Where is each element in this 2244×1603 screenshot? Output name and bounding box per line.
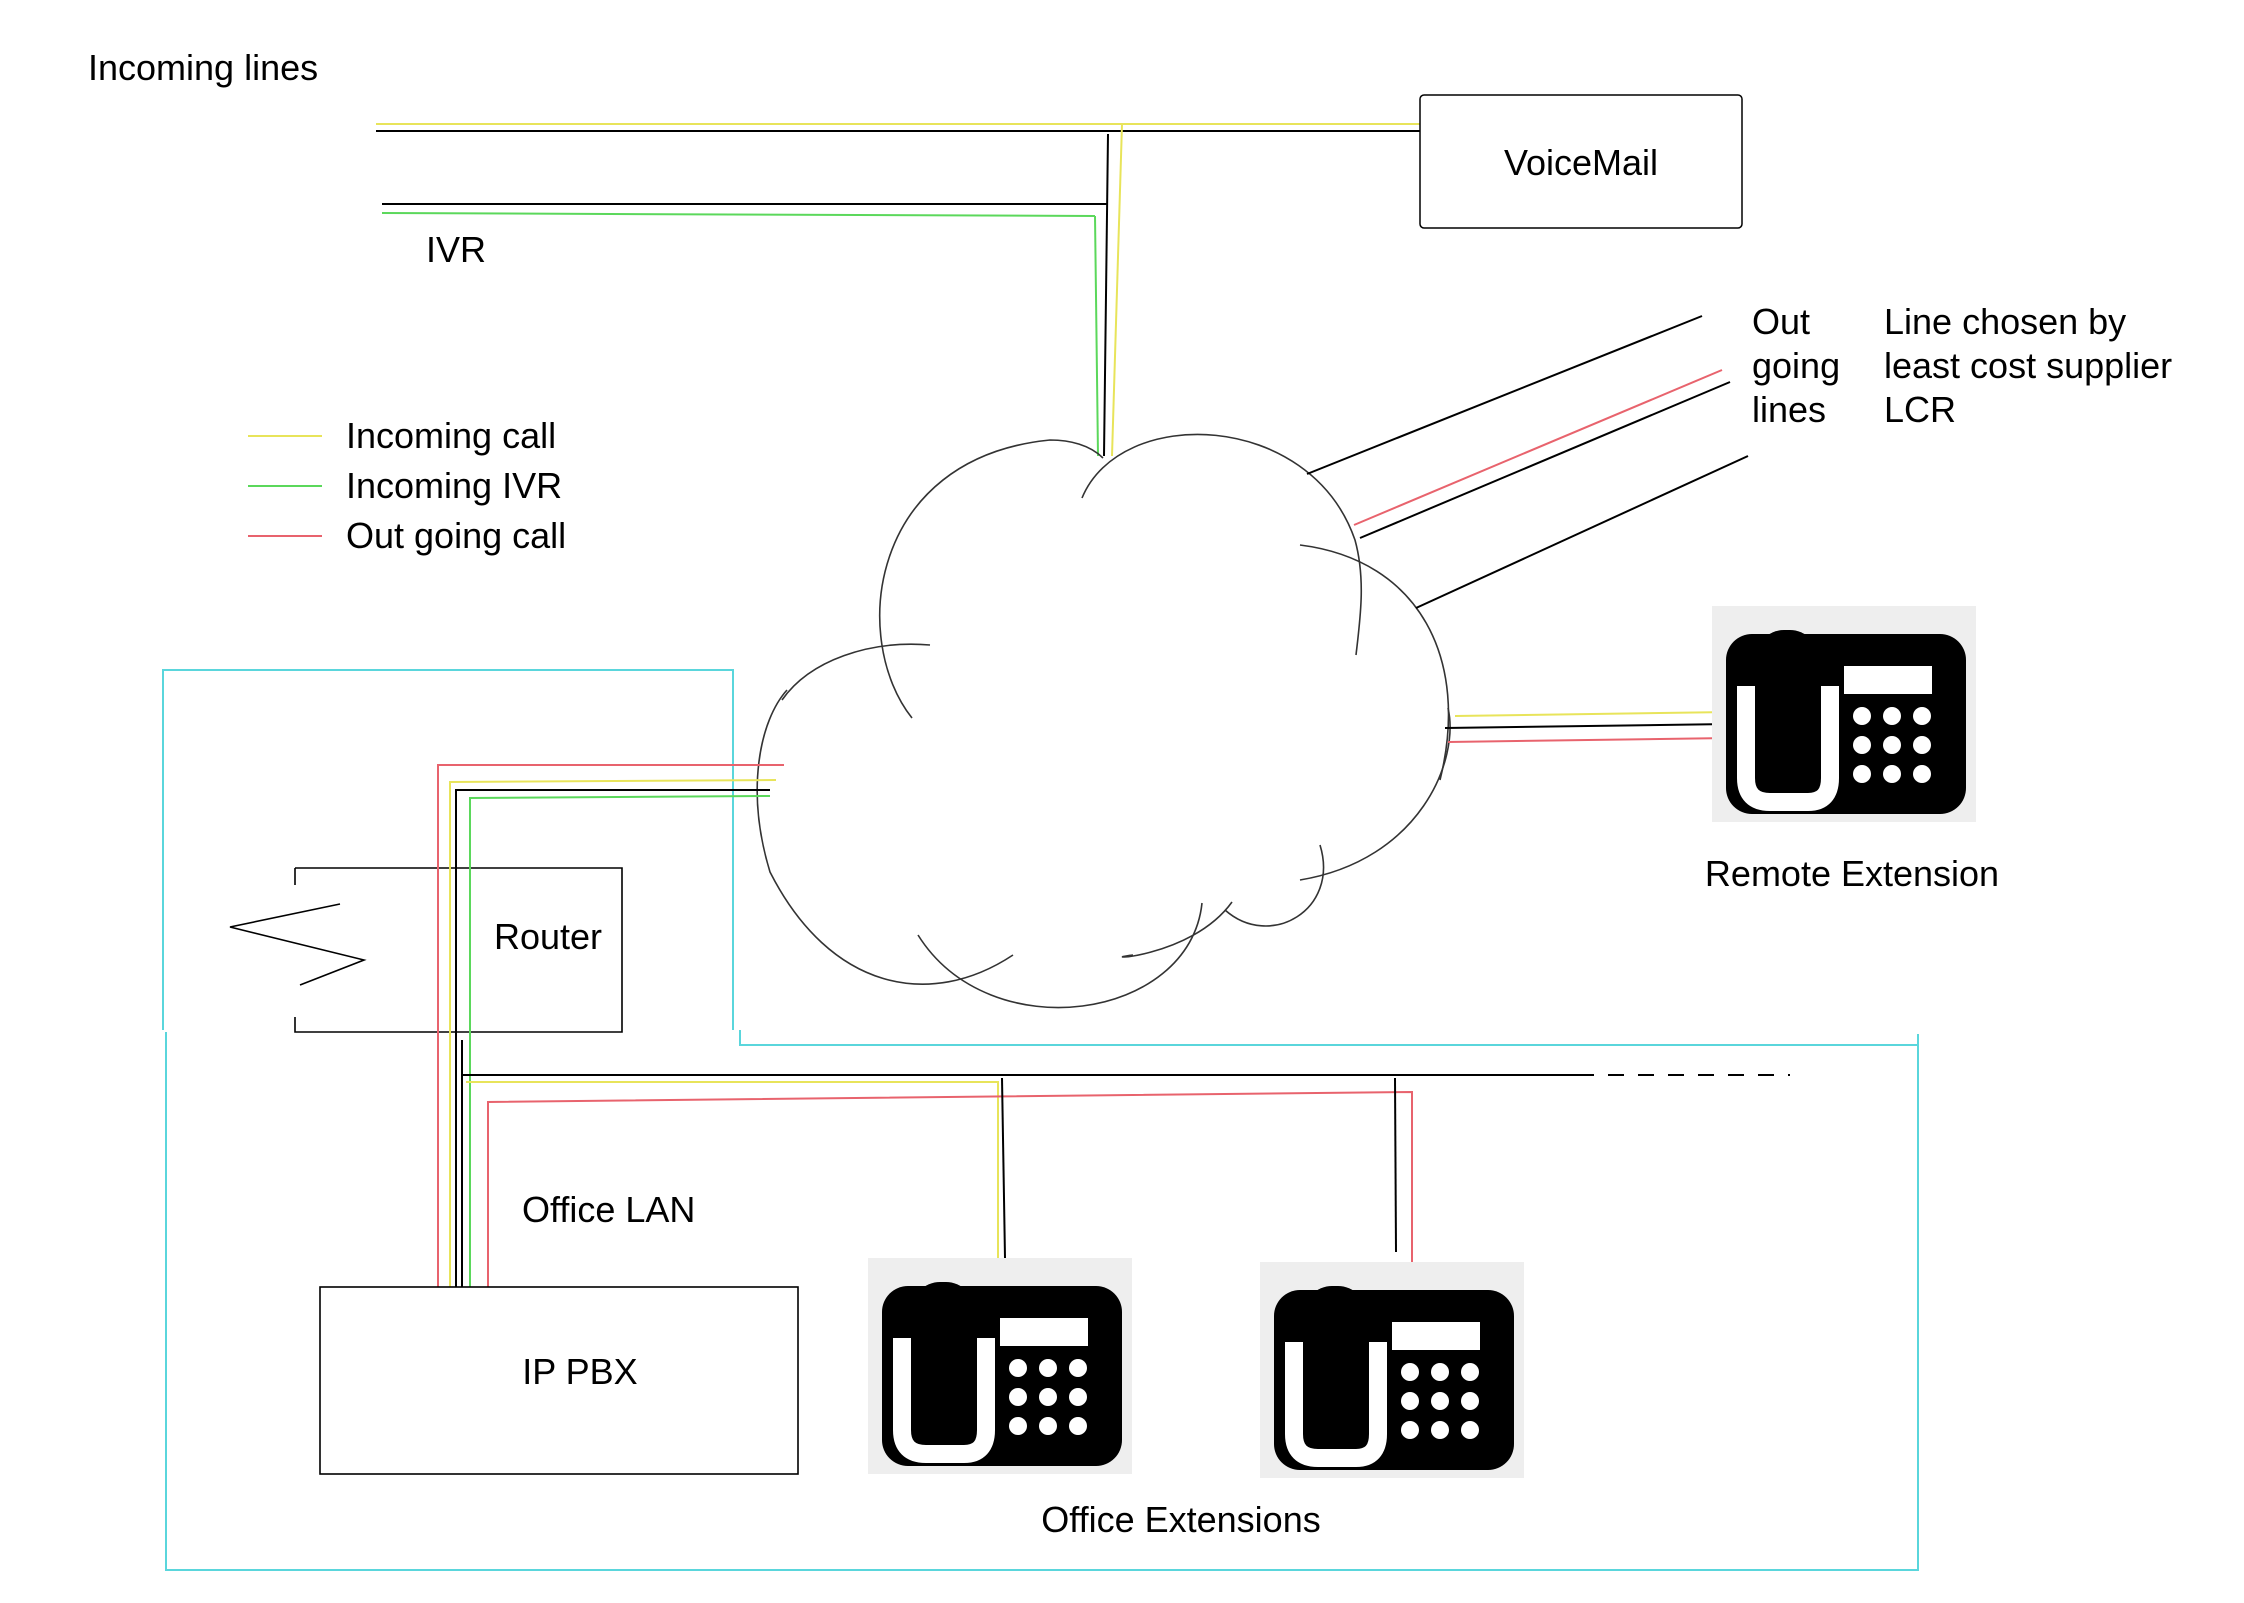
incoming-trunks bbox=[376, 123, 1428, 457]
router-label: Router bbox=[494, 916, 602, 957]
legend-label: Incoming call bbox=[346, 415, 556, 456]
voicemail-box bbox=[1419, 94, 1743, 229]
ip-pbx-label: IP PBX bbox=[522, 1351, 637, 1392]
office-lan bbox=[461, 1040, 1790, 1294]
outgoing-lines bbox=[1306, 315, 1749, 609]
legend-label: Out going call bbox=[346, 515, 566, 556]
office-extension-phone-icon bbox=[1260, 1262, 1524, 1478]
office-boundary bbox=[162, 669, 1919, 1571]
remote-extension-label: Remote Extension bbox=[1705, 853, 1999, 894]
incoming-lines-label: Incoming lines bbox=[88, 47, 318, 88]
svg-text:going: going bbox=[1752, 345, 1840, 386]
lightning-bolt-icon bbox=[229, 903, 367, 986]
svg-text:lines: lines bbox=[1752, 389, 1826, 430]
svg-text:Out: Out bbox=[1752, 301, 1810, 342]
router-cloud-links bbox=[437, 764, 784, 1290]
office-extension-phone-icon bbox=[868, 1258, 1132, 1474]
outgoing-lines-label: Out going lines bbox=[1752, 301, 1840, 430]
remote-extension-links bbox=[1444, 711, 1731, 743]
remote-extension-phone-icon bbox=[1712, 606, 1976, 822]
ivr-label: IVR bbox=[426, 229, 486, 270]
svg-text:LCR: LCR bbox=[1884, 389, 1956, 430]
voicemail-label: VoiceMail bbox=[1504, 142, 1658, 183]
svg-text:Line chosen by: Line chosen by bbox=[1884, 301, 2126, 342]
ip-pbx-box bbox=[319, 1286, 799, 1475]
office-lan-label: Office LAN bbox=[522, 1189, 695, 1230]
office-extensions-label: Office Extensions bbox=[1041, 1499, 1320, 1540]
cloud-icon bbox=[756, 433, 1451, 1009]
legend-label: Incoming IVR bbox=[346, 465, 562, 506]
lcr-note: Line chosen by least cost supplier LCR bbox=[1884, 301, 2172, 430]
svg-text:least cost supplier: least cost supplier bbox=[1884, 345, 2172, 386]
router-box bbox=[294, 867, 623, 1033]
